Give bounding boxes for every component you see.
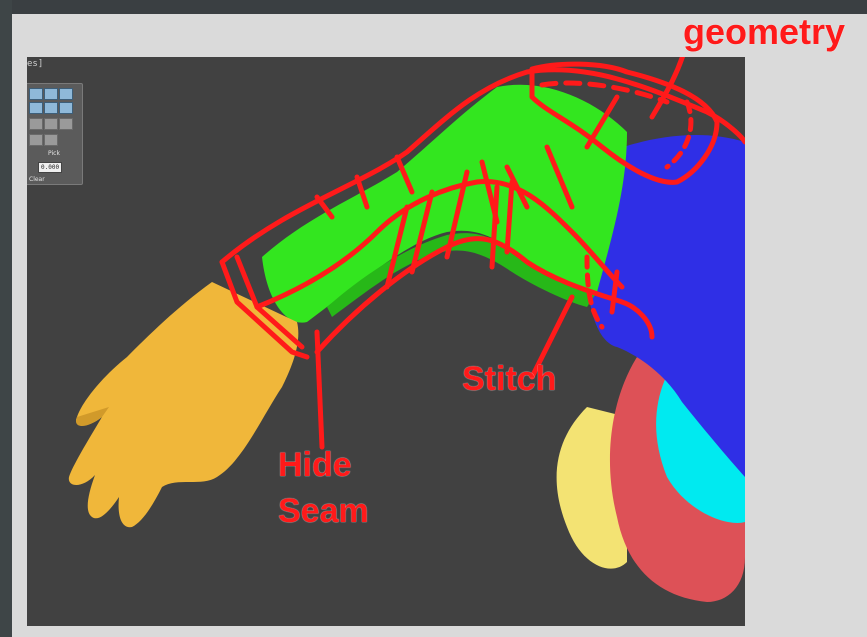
- mirror-tool-button[interactable]: [59, 102, 73, 114]
- hide-seam-annotation-line2: Seam: [278, 494, 369, 528]
- snap-tool-button[interactable]: [44, 102, 58, 114]
- stitch-tool-button[interactable]: [59, 118, 73, 130]
- value-field[interactable]: 0.000: [38, 162, 62, 173]
- tool-palette: Pick 0.000 Clear: [27, 83, 83, 185]
- stitch-annotation: Stitch: [462, 362, 556, 396]
- 3d-viewport[interactable]: es] Pick 0.000 Clear: [27, 57, 745, 626]
- rotate-tool-button[interactable]: [59, 88, 73, 100]
- hand: [69, 282, 299, 527]
- align-tool-button[interactable]: [44, 134, 58, 146]
- geometry-annotation: geometry: [683, 14, 845, 50]
- hide-seam-annotation-line1: Hide: [278, 448, 352, 482]
- window-left-edge: [0, 0, 12, 637]
- weld-tool-button[interactable]: [29, 118, 43, 130]
- clear-button[interactable]: Clear: [29, 176, 45, 183]
- pick-button[interactable]: Pick: [48, 150, 60, 157]
- flip-tool-button[interactable]: [29, 134, 43, 146]
- scale-tool-button[interactable]: [29, 102, 43, 114]
- scene-canvas: [27, 57, 745, 626]
- select-tool-button[interactable]: [29, 88, 43, 100]
- viewport-label: es]: [27, 59, 43, 69]
- break-tool-button[interactable]: [44, 118, 58, 130]
- move-tool-button[interactable]: [44, 88, 58, 100]
